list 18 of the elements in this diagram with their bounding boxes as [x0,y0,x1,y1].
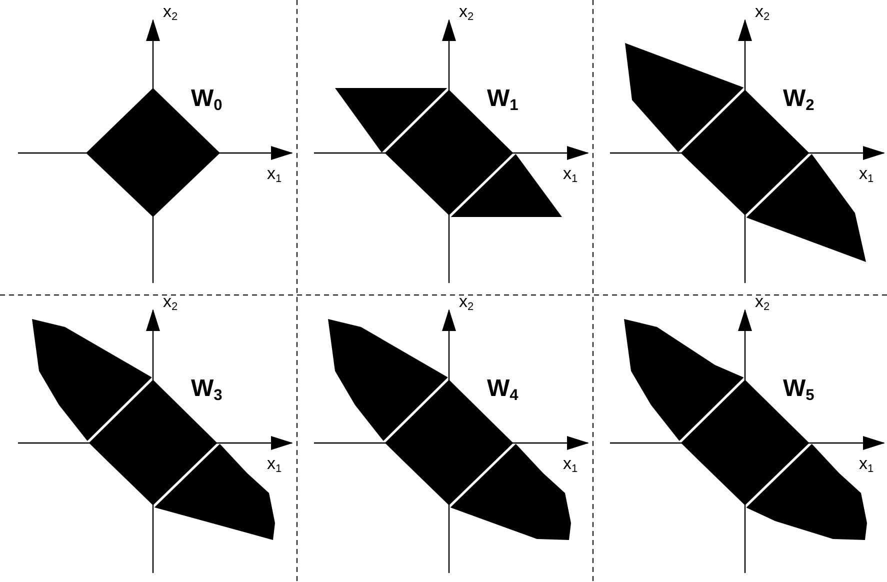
axis-label: x$_{2}$ [755,3,770,23]
axis-label: x$_{1}$ [267,455,282,475]
axis-label: x$_{2}$ [163,293,178,313]
axis-label: x$_{2}$ [459,293,474,313]
axis-label: x$_{2}$ [459,3,474,23]
set-label: W$_{1}$ [487,87,518,114]
axis-label: x$_{1}$ [859,455,874,475]
axis-label: x$_{2}$ [755,293,770,313]
axis-label: x$_{1}$ [563,455,578,475]
set-label: W$_{3}$ [191,377,222,404]
set-label: W$_{2}$ [783,87,814,114]
axis-label: x$_{2}$ [163,3,178,23]
set-label: W$_{5}$ [783,377,814,404]
axis-label: x$_{1}$ [267,165,282,185]
axis-label: x$_{1}$ [563,165,578,185]
set-label: W$_{4}$ [487,377,518,404]
axis-label: x$_{1}$ [859,165,874,185]
set-label: W$_{0}$ [191,87,222,114]
